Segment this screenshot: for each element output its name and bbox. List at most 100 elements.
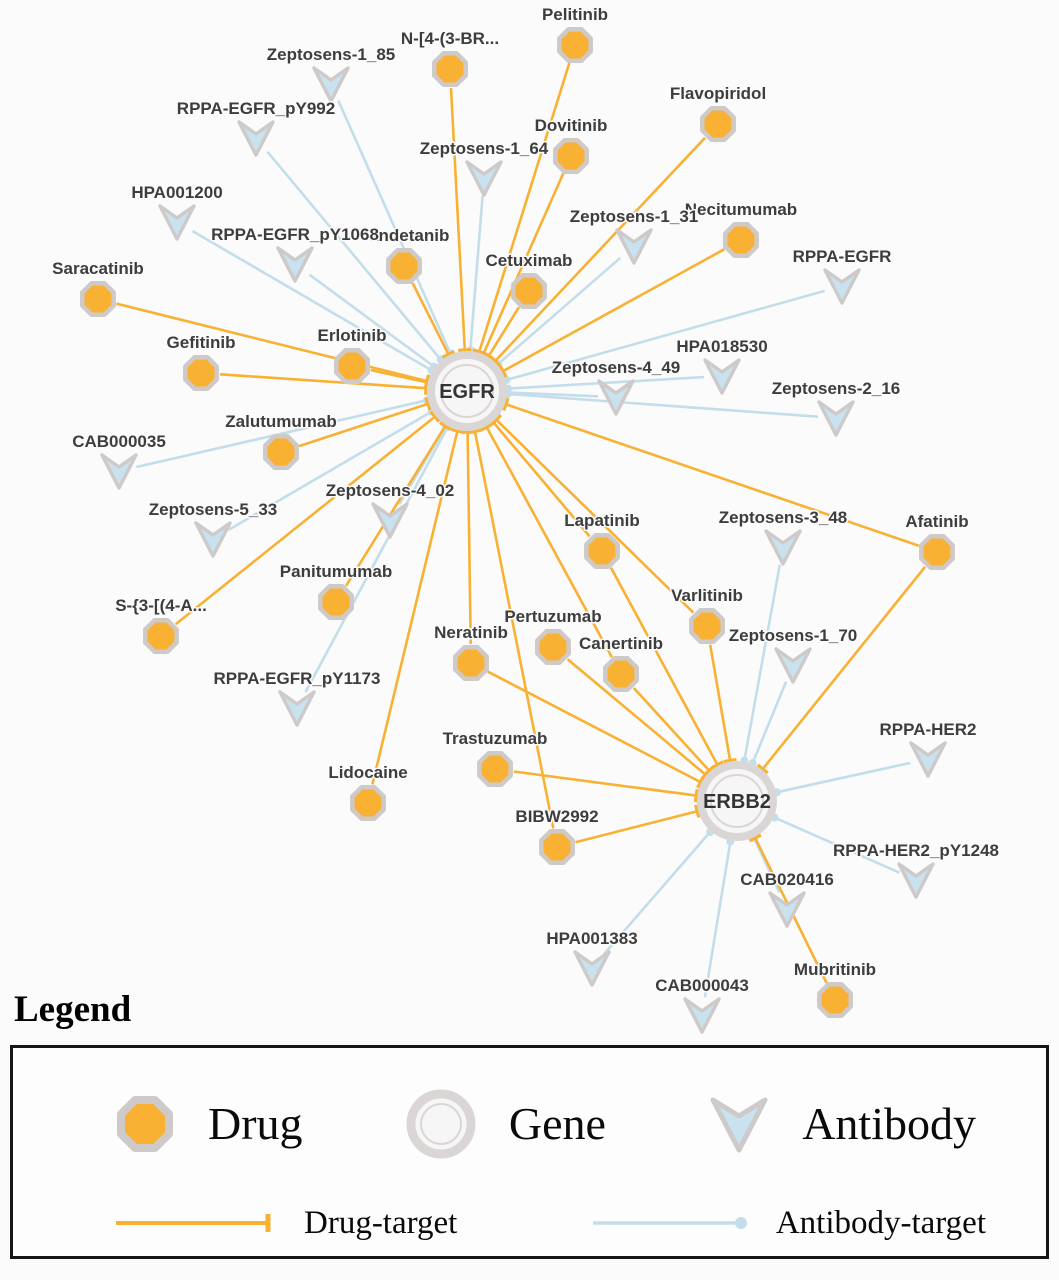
antibody-node-z1_64: Zeptosens-1_64 [418,138,550,197]
drug-node-cetuximab: Cetuximab [484,250,574,309]
edge-n4_3br-egfr [449,87,472,353]
node-label: Gefitinib [167,333,236,352]
antibody-node-rppa_egfr_py1068: RPPA-EGFR_pY1068 [210,224,380,283]
node-label: Canertinib [579,634,663,653]
tee-marker [423,375,430,389]
edge-z1_31-egfr [494,256,622,369]
antibody-chevron-shape [897,862,935,899]
legend-item-antibody-target: Antibody-target [590,1204,986,1241]
drug-node-trastuzumab: Trastuzumab [441,728,549,787]
node-label: Afatinib [905,512,968,531]
gene-node-egfr: EGFR [427,351,507,431]
antibody-chevron-shape [158,204,196,241]
drug-node-afatinib: Afatinib [904,511,970,570]
edge-panitumumab-egfr [344,420,452,587]
node-label: ERBB2 [703,791,771,813]
drug-node-pelitinib: Pelitinib [540,4,610,63]
antibody-node-rppa_egfr_py992: RPPA-EGFR_pY992 [175,98,337,157]
antibody-node-z5_33: Zeptosens-5_33 [147,499,279,558]
tee-marker [498,364,508,378]
edge-z1_70-erbb2 [748,681,788,768]
node-label: Lapatinib [564,511,640,530]
edge-canertinib-egfr [480,422,614,658]
tee-marker [756,763,769,775]
edge-bibw2992-erbb2 [575,804,701,844]
edge-zalutumumab-egfr [298,397,432,448]
node-label: Zeptosens-4_02 [326,481,455,500]
tee-marker [694,804,701,818]
edge-z1_64-egfr [466,195,484,355]
antibody-node-z4_49: Zeptosens-4_49 [550,357,682,416]
antibody-node-icon [710,1097,768,1153]
tee-marker [703,765,716,777]
node-label: Zeptosens-3_48 [719,508,848,527]
node-label: Vandetanib [359,226,450,245]
node-label: Zeptosens-1_31 [570,207,699,226]
antibody-chevron-shape [909,741,947,778]
gene-inner-ring [419,1103,462,1145]
drug-octagon-shape [689,608,725,644]
tee-marker [458,348,472,353]
legend-drug-target-label: Drug-target [304,1204,458,1241]
edge-pelitinib-egfr [472,62,571,356]
tee-marker [480,422,494,432]
node-label: Cetuximab [486,251,573,270]
node-label: S-{3-[(4-A... [115,596,207,615]
edge-neratinib-erbb2 [487,670,706,789]
legend-item-drug: Drug [108,1087,303,1161]
drug-node-zalutumumab: Zalutumumab [224,411,338,470]
tee-marker [748,833,762,843]
drug-octagon-shape [80,281,116,317]
antibody-chevron-shape [194,521,232,558]
node-label: Panitumumab [280,562,392,581]
tee-marker [482,351,496,362]
tee-marker [502,397,510,411]
edge-bibw2992-egfr [468,428,555,829]
drug-octagon-shape [432,51,468,87]
drug-node-vandetanib: Vandetanib [357,225,451,284]
node-label: Neratinib [434,623,508,642]
drug-node-panitumumab: Panitumumab [278,561,394,620]
antibody-node-hpa001383: HPA001383 [545,928,639,987]
node-label: HPA001383 [546,929,637,948]
antibody-node-z2_16: Zeptosens-2_16 [770,378,902,437]
edge-vandetanib-egfr [411,282,456,359]
edge-varlitinib-egfr [490,413,695,614]
drug-octagon-shape [553,138,589,174]
legend-antibody-label: Antibody [802,1098,976,1149]
gene-inner-ring [710,774,764,828]
tee-marker [490,413,503,426]
drug-octagon-shape [117,1096,173,1152]
node-label: CAB000043 [655,976,749,995]
edge-erlotinib-egfr [370,368,430,389]
edge-s3_4a-egfr [174,410,441,626]
drug-octagon-shape [700,106,736,142]
legend-gene-label: Gene [508,1098,606,1149]
legend-antibody-target-label: Antibody-target [775,1204,986,1241]
tee-marker [424,397,432,411]
antibody-chevron-shape [764,529,802,566]
node-label: HPA018530 [676,337,767,356]
antibody-node-z3_48: Zeptosens-3_48 [717,507,849,566]
node-label: RPPA-HER2 [880,720,977,739]
edge-gefitinib-egfr [219,373,429,395]
drug-node-s3_4a: S-{3-[(4-A... [114,595,208,654]
node-label: Trastuzumab [443,729,548,748]
node-label: EGFR [439,381,495,403]
antibody-node-rppa_egfr_py1173: RPPA-EGFR_pY1173 [212,668,382,727]
drug-node-lidocaine: Lidocaine [327,762,409,821]
node-label: Necitumumab [685,200,797,219]
node-label: Saracatinib [52,259,144,278]
antibody-node-rppa_her2: RPPA-HER2 [878,719,978,778]
drug-node-neratinib: Neratinib [433,622,509,681]
drug-node-n4_3br: N-[4-(3-BR... [399,28,501,87]
node-label: Zeptosens-1_70 [729,626,858,645]
drug-octagon-shape [535,629,571,665]
antibody-chevron-shape [465,160,503,197]
drug-octagon-shape [350,785,386,821]
edge-trastuzumab-erbb2 [513,770,699,803]
gene-node-icon [406,1089,476,1159]
drug-node-varlitinib: Varlitinib [670,585,744,644]
drug-octagon-shape [143,618,179,654]
tee-marker [441,349,456,359]
